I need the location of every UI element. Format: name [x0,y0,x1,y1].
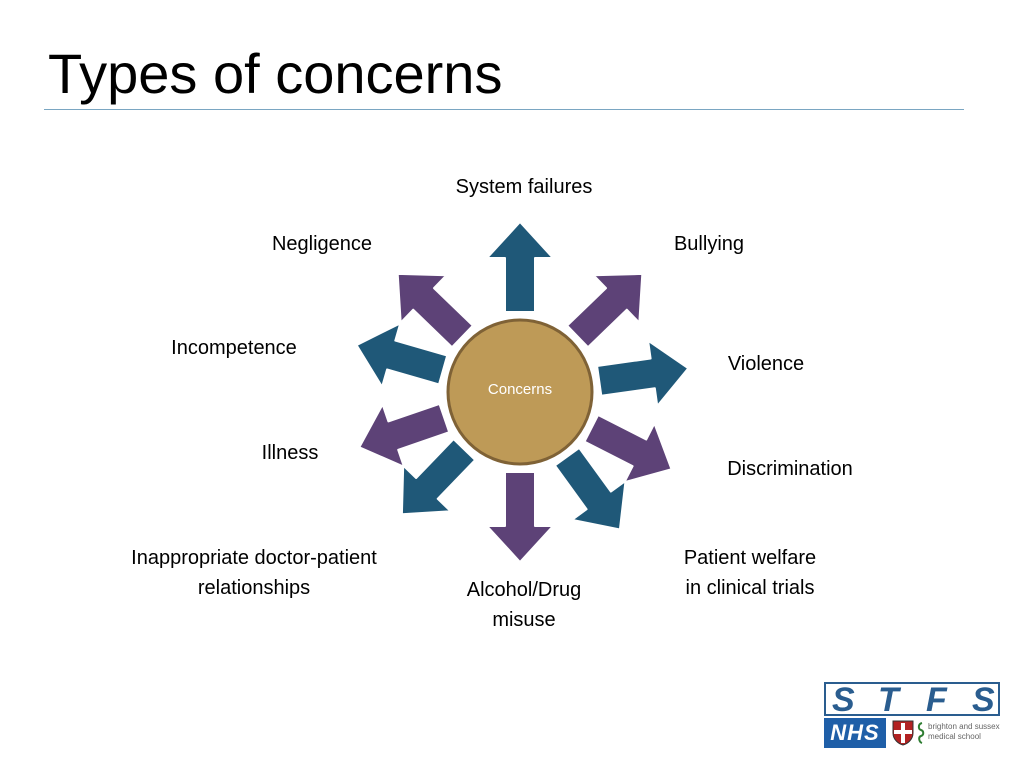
arrow-incompetence [355,322,449,388]
logo-letter: S [972,681,995,719]
label-patient-welfare: Patient welfare in clinical trials [683,547,817,599]
label-alcohol-drug: Alcohol/Drug misuse [466,579,582,631]
label-discrimination: Discrimination [727,458,853,480]
label-negligence: Negligence [271,233,373,255]
arrow-violence [596,339,690,407]
label-incompetence: Incompetence [171,337,297,359]
label-bullying: Bullying [673,233,745,255]
label-system-failures: System failures [455,176,593,198]
school-name: brighton and sussex medical school [928,722,1000,741]
label-violence: Violence [727,353,805,375]
arrow-group [355,221,690,563]
stfs-logo: S T F S NHS brighton and sussex medical … [824,681,1000,748]
logo-letter: T [878,681,899,719]
center-label: Concerns [487,381,553,398]
nhs-logo: NHS [824,718,886,748]
arrow-negligence [396,272,474,349]
arrow-system-failures [486,221,554,313]
title-divider [44,109,964,110]
arrow-bullying [566,272,644,349]
logo-letter: S [832,681,855,719]
label-inappropriate-relationships: Inappropriate doctor-patient relationshi… [131,547,377,599]
logo-letter: F [926,681,947,719]
arrow-illness [358,402,451,468]
seahorse-icon [917,722,925,744]
arrow-patient-welfare [553,446,627,531]
partner-logos: NHS brighton and sussex medical school [824,718,1000,748]
slide-title: Types of concerns [48,42,503,105]
label-illness: Illness [261,442,319,464]
arrow-discrimination [583,414,673,484]
stfs-banner: S T F S [824,681,1000,719]
arrow-inappropriate-relationships [400,438,477,516]
center-circle [446,318,594,466]
arrow-alcohol-drug [486,471,554,563]
university-shield-icon [892,720,914,746]
